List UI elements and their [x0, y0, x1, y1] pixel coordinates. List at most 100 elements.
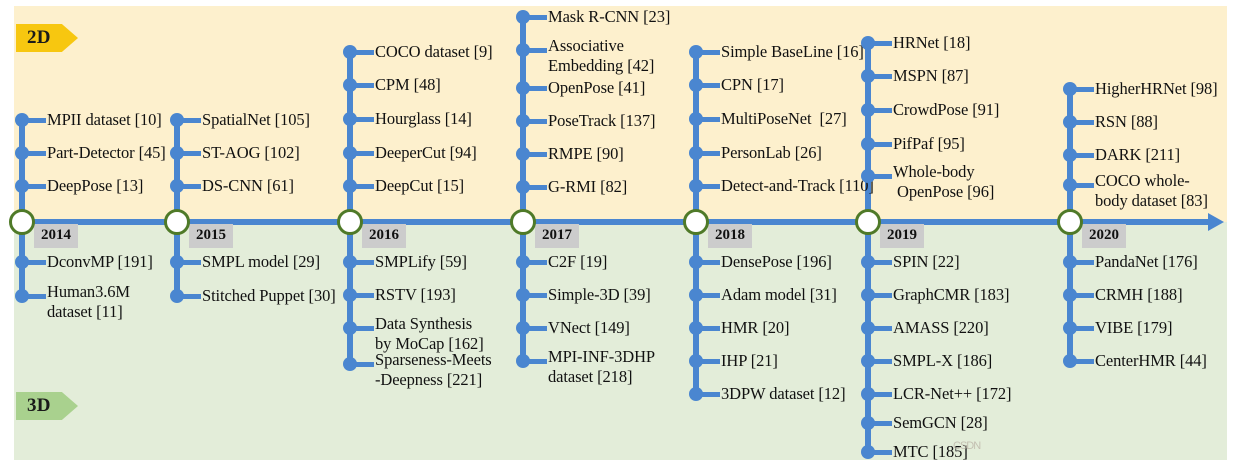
entry-connector — [527, 359, 547, 364]
entry-dot-icon — [1063, 82, 1077, 96]
entry-label: PoseTrack [137] — [548, 111, 656, 130]
entry-label: CPM [48] — [375, 75, 441, 94]
entry-connector — [354, 151, 374, 156]
entry-connector — [700, 359, 720, 364]
entry-dot-icon — [170, 289, 184, 303]
entry-dot-icon — [516, 10, 530, 24]
year-node-2019[interactable] — [855, 209, 881, 235]
entry-dot-icon — [689, 387, 703, 401]
entry-label: G-RMI [82] — [548, 177, 628, 196]
entry-label: DARK [211] — [1095, 145, 1181, 164]
entry-label: Simple BaseLine [16] — [721, 42, 864, 61]
entry-connector — [1074, 183, 1094, 188]
year-label-2020: 2020 — [1082, 224, 1126, 248]
year-label-2015: 2015 — [189, 224, 233, 248]
entry-connector — [527, 293, 547, 298]
entry-connector — [700, 151, 720, 156]
stem-below-2019 — [865, 225, 871, 452]
entry-connector — [872, 74, 892, 79]
entry-dot-icon — [516, 354, 530, 368]
entry-label: RMPE [90] — [548, 144, 624, 163]
entry-dot-icon — [861, 69, 875, 83]
entry-dot-icon — [516, 43, 530, 57]
entry-connector — [26, 151, 46, 156]
entry-label: DconvMP [191] — [47, 252, 153, 271]
year-label-2018: 2018 — [708, 224, 752, 248]
entry-label: DeeperCut [94] — [375, 143, 477, 162]
year-node-2015[interactable] — [164, 209, 190, 235]
entry-connector — [181, 294, 201, 299]
entry-dot-icon — [15, 255, 29, 269]
year-node-2018[interactable] — [683, 209, 709, 235]
year-node-2017[interactable] — [510, 209, 536, 235]
entry-dot-icon — [861, 387, 875, 401]
entry-label: SpatialNet [105] — [202, 110, 310, 129]
entry-dot-icon — [343, 146, 357, 160]
entry-label: MPII dataset [10] — [47, 110, 162, 129]
year-label-2016: 2016 — [362, 224, 406, 248]
band-3d-background — [14, 222, 1227, 460]
entry-label: LCR-Net++ [172] — [893, 384, 1012, 403]
entry-connector — [527, 15, 547, 20]
entry-connector — [700, 326, 720, 331]
entry-label: RSN [88] — [1095, 112, 1158, 131]
entry-connector — [354, 260, 374, 265]
entry-connector — [181, 118, 201, 123]
entry-connector — [700, 392, 720, 397]
entry-label: IHP [21] — [721, 351, 778, 370]
entry-label: VNect [149] — [548, 318, 630, 337]
entry-label: Hourglass [14] — [375, 109, 472, 128]
entry-connector — [1074, 359, 1094, 364]
entry-label: Sparseness-Meets -Deepness [221] — [375, 350, 492, 389]
entry-dot-icon — [516, 114, 530, 128]
entry-label: PandaNet [176] — [1095, 252, 1198, 271]
entry-connector — [872, 174, 892, 179]
year-node-2014[interactable] — [9, 209, 35, 235]
entry-connector — [181, 184, 201, 189]
entry-connector — [354, 293, 374, 298]
entry-label: Associative Embedding [42] — [548, 36, 655, 75]
entry-dot-icon — [1063, 178, 1077, 192]
entry-dot-icon — [1063, 148, 1077, 162]
entry-dot-icon — [516, 147, 530, 161]
entry-dot-icon — [516, 288, 530, 302]
entry-connector — [354, 83, 374, 88]
entry-label: 3DPW dataset [12] — [721, 384, 846, 403]
entry-label: MultiPoseNet [27] — [721, 109, 847, 128]
entry-label: RSTV [193] — [375, 285, 456, 304]
entry-label: VIBE [179] — [1095, 318, 1173, 337]
entry-dot-icon — [170, 113, 184, 127]
entry-dot-icon — [861, 321, 875, 335]
entry-connector — [527, 152, 547, 157]
entry-dot-icon — [861, 36, 875, 50]
entry-dot-icon — [343, 321, 357, 335]
entry-connector — [872, 41, 892, 46]
entry-dot-icon — [516, 81, 530, 95]
entry-label: SMPL model [29] — [202, 252, 320, 271]
year-label-2019: 2019 — [880, 224, 924, 248]
entry-label: PifPaf [95] — [893, 134, 965, 153]
year-node-2016[interactable] — [337, 209, 363, 235]
entry-connector — [872, 142, 892, 147]
entry-label: CrowdPose [91] — [893, 100, 1000, 119]
entry-label: AMASS [220] — [893, 318, 989, 337]
entry-dot-icon — [1063, 255, 1077, 269]
year-label-2014: 2014 — [34, 224, 78, 248]
entry-label: HigherHRNet [98] — [1095, 79, 1218, 98]
entry-label: Human3.6M dataset [11] — [47, 282, 130, 321]
entry-connector — [872, 293, 892, 298]
entry-label: CRMH [188] — [1095, 285, 1183, 304]
entry-connector — [872, 392, 892, 397]
entry-dot-icon — [861, 354, 875, 368]
entry-label: MSPN [87] — [893, 66, 969, 85]
entry-label: MTC [185] — [893, 442, 968, 461]
entry-dot-icon — [861, 288, 875, 302]
entry-connector — [26, 260, 46, 265]
entry-connector — [872, 450, 892, 455]
entry-label: ST-AOG [102] — [202, 143, 300, 162]
entry-label: Whole-body OpenPose [96] — [893, 162, 995, 201]
entry-label: SMPL-X [186] — [893, 351, 993, 370]
entry-label: Data Synthesis by MoCap [162] — [375, 314, 484, 353]
year-node-2020[interactable] — [1057, 209, 1083, 235]
